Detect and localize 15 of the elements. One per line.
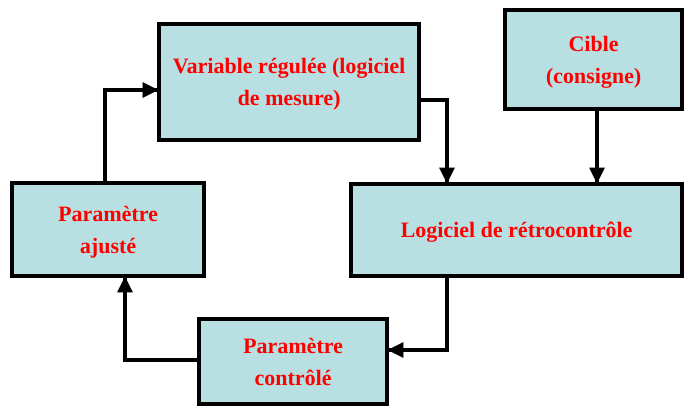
process-box bbox=[349, 182, 684, 278]
arrow bbox=[117, 276, 197, 362]
arrow bbox=[589, 111, 605, 184]
node-label: Variable régulée (logiciel de mesure) bbox=[172, 52, 406, 112]
node-label: Logiciel de rétrocontrôle bbox=[400, 216, 632, 244]
process-box bbox=[197, 317, 389, 406]
process-box bbox=[157, 22, 421, 142]
node-label: Cible (consigne) bbox=[544, 30, 642, 90]
node-label: Paramètre contrôlé bbox=[242, 332, 344, 392]
process-box bbox=[503, 8, 684, 111]
node-label: Paramètre ajusté bbox=[57, 200, 159, 260]
arrow bbox=[387, 278, 449, 358]
arrow bbox=[421, 98, 455, 184]
process-box bbox=[10, 181, 206, 278]
arrow bbox=[103, 82, 159, 181]
